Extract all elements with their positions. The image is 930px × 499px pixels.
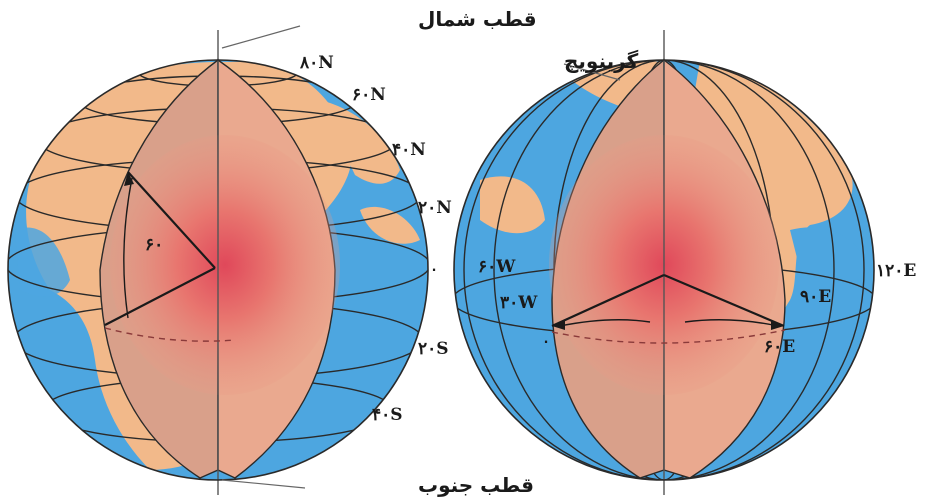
south-pole-label: قطب جنوب <box>418 473 534 497</box>
lat-label-20n: ۲۰N <box>418 198 452 218</box>
right-angle-arc-west <box>559 319 651 327</box>
lon-label-60w: ۶۰W <box>478 257 516 277</box>
left-angle-arrowhead <box>124 172 134 186</box>
angle-label: ۶۰ <box>145 235 163 255</box>
south-pole-leader <box>221 479 306 489</box>
left-angle-ray-up <box>127 171 216 269</box>
greenwich-leader <box>563 63 621 81</box>
lon-label-90e: ۹۰E <box>800 287 831 307</box>
left-angle-arc <box>123 177 133 319</box>
lon-label-120e: ۱۲۰E <box>876 261 916 281</box>
north-pole-leader <box>221 25 301 49</box>
right-globe <box>453 30 875 495</box>
lat-label-80n: ۸۰N <box>299 53 334 73</box>
greenwich-label: گرینویچ <box>564 49 639 73</box>
right-equator-dashed <box>551 329 786 344</box>
left-angle-ray-down <box>104 267 216 326</box>
left-core <box>110 135 340 395</box>
right-angle-ray-west <box>551 273 665 328</box>
lat-label-equator: ۰ <box>430 260 438 278</box>
right-globe-outline <box>453 59 875 481</box>
lat-label-40s: ۴۰S <box>372 405 403 425</box>
lat-label-60n: ۶۰N <box>352 85 386 105</box>
right-angle-arrowhead-west <box>552 320 565 330</box>
lon-label-30w: ۳۰W <box>500 293 538 313</box>
lon-label-60e: ۶۰E <box>764 337 795 357</box>
lat-label-20s: ۲۰S <box>418 339 449 359</box>
right-angle-arc-east <box>684 319 779 327</box>
north-pole-label: قطب شمال <box>418 7 537 31</box>
left-globe <box>7 25 429 495</box>
right-angle-arrowhead-east <box>771 320 784 330</box>
left-globe-outline <box>7 59 429 481</box>
right-angle-ray-east <box>663 273 785 328</box>
lon-label-0: ۰ <box>542 332 550 350</box>
lat-label-40n: ۴۰N <box>392 140 426 160</box>
left-equator-dashed <box>104 327 236 342</box>
